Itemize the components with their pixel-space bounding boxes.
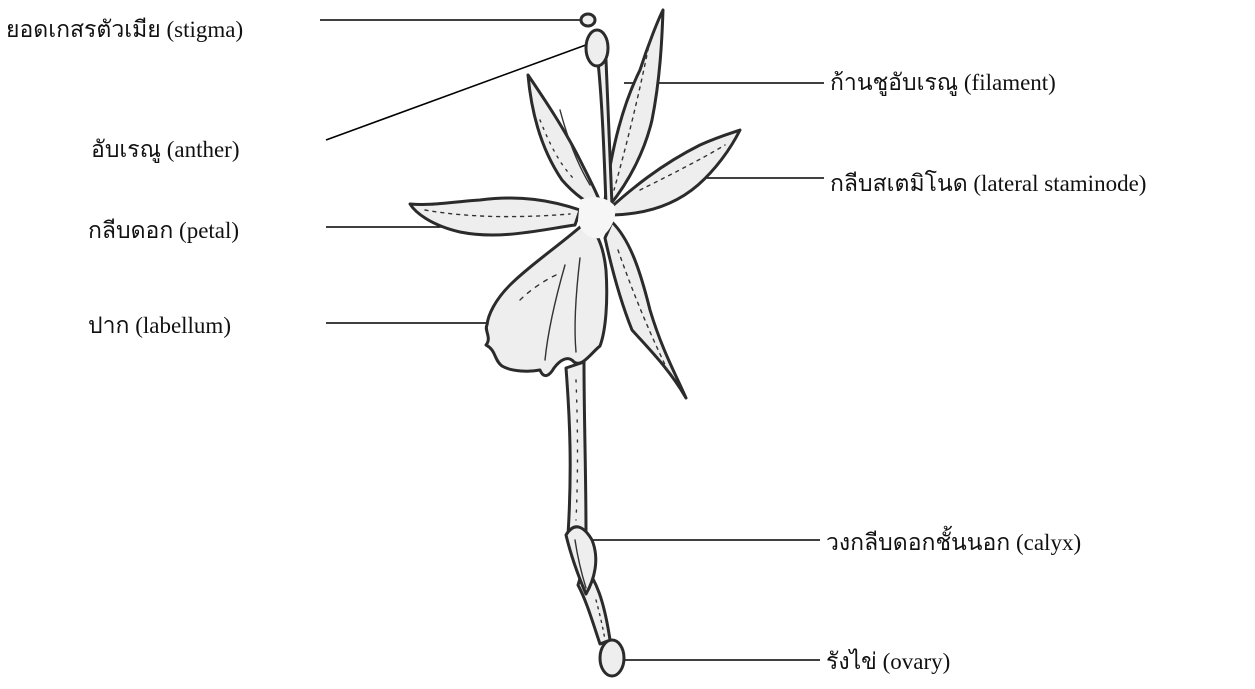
calyx-upper-sheath — [566, 527, 596, 594]
petal — [410, 198, 580, 235]
anther — [586, 30, 608, 66]
pedicel — [566, 362, 586, 535]
label-stigma: ยอดเกสรตัวเมีย (stigma) — [6, 17, 243, 43]
label-filament: ก้านชูอับเรณู (filament) — [830, 70, 1056, 96]
upper-left-sepal — [528, 75, 603, 210]
label-petal: กลีบดอก (petal) — [88, 218, 239, 244]
ovary — [600, 640, 624, 676]
label-lateral-staminode: กลีบสเตมิโนด (lateral staminode) — [830, 171, 1146, 197]
label-anther: อับเรณู (anther) — [91, 137, 240, 163]
filament — [598, 60, 612, 205]
label-ovary: รังไข่ (ovary) — [826, 649, 950, 675]
label-calyx: วงกลีบดอกชั้นนอก (calyx) — [826, 530, 1081, 556]
label-labellum: ปาก (labellum) — [88, 313, 231, 339]
stigma — [581, 14, 595, 26]
lateral-staminode-lower — [605, 222, 686, 398]
